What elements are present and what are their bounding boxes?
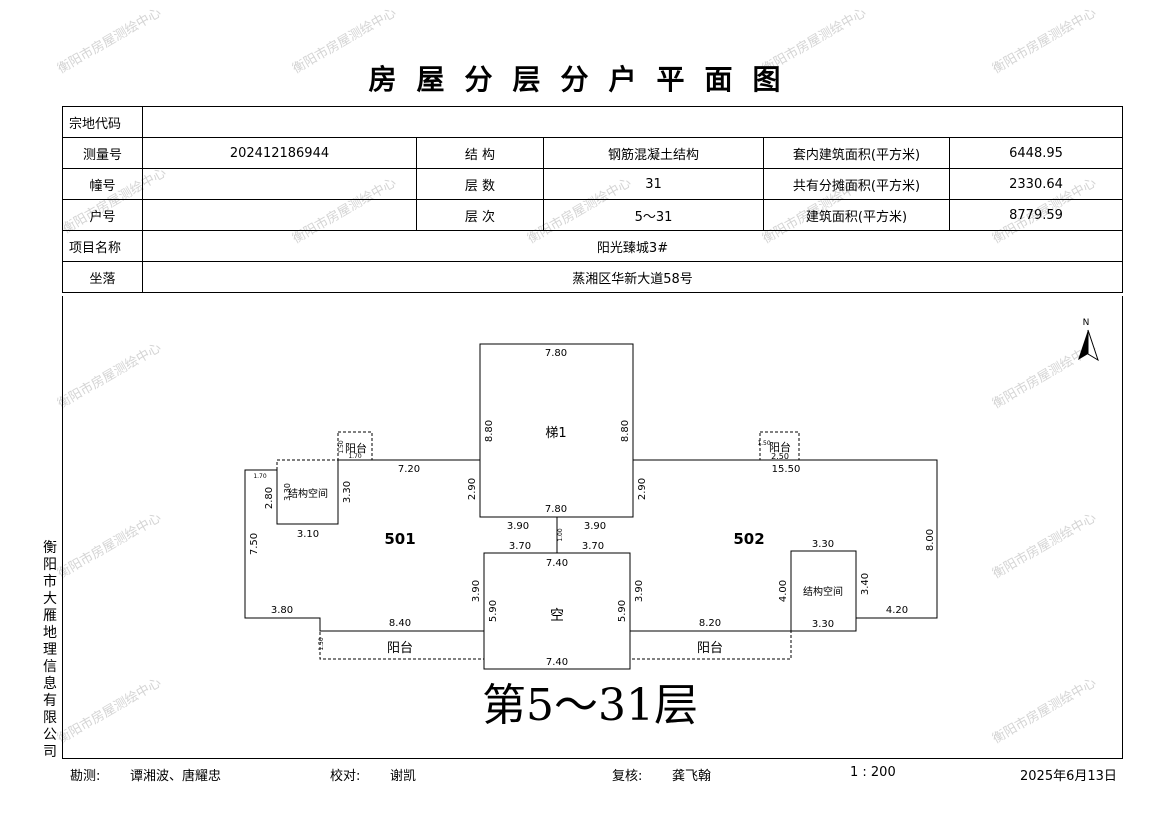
dim-label: 1.50 xyxy=(338,440,345,454)
dim-label: 3.30 xyxy=(812,619,834,630)
balcony-small-502 xyxy=(759,431,800,461)
reviewer-label: 复核: xyxy=(612,769,643,784)
dim-label: 8.00 xyxy=(925,529,936,551)
struct-space-label: 结构空间 xyxy=(288,487,328,500)
struct-space-label: 结构空间 xyxy=(803,585,843,598)
building-no-label: 幢号 xyxy=(62,168,143,200)
date-text: 2025年6月13日 xyxy=(1020,769,1117,784)
surveyor-label: 勘测: xyxy=(70,769,101,784)
shared-area-value: 2330.64 xyxy=(948,168,1124,200)
info-table: 宗地代码 测量号 202412186944 结 构 钢筋混凝土结构 套内建筑面积… xyxy=(62,106,1124,293)
balcony-label: 阳台 xyxy=(769,440,791,454)
table-row: 幢号 层 数 31 共有分摊面积(平方米) 2330.64 xyxy=(62,168,1124,200)
dim-label: 1.00 xyxy=(557,528,564,542)
north-label: N xyxy=(1083,318,1090,328)
dim-label: 3.70 xyxy=(509,541,531,552)
page-title: 房屋分层分户平面图 xyxy=(368,63,801,96)
dim-label: 7.50 xyxy=(249,533,260,555)
building-area-value: 8779.59 xyxy=(948,199,1124,231)
dim-label: 3.10 xyxy=(297,529,319,540)
dim-label: 7.40 xyxy=(546,558,568,569)
struct-space-501 xyxy=(276,459,339,525)
dim-label: 2.90 xyxy=(637,478,648,500)
dim-label: 15.50 xyxy=(772,464,801,475)
surveyor-names: 谭湘波、唐耀忠 xyxy=(130,769,222,784)
dim-label: 8.40 xyxy=(389,618,411,629)
dim-label: 1.70 xyxy=(348,453,362,460)
dim-label: 3.90 xyxy=(634,580,645,602)
room-void-label: 空 xyxy=(550,608,564,624)
struct-space-502 xyxy=(790,550,857,632)
dim-label: 7.20 xyxy=(398,464,420,475)
building-area-label: 建筑面积(平方米) xyxy=(763,199,950,231)
plan-frame xyxy=(62,296,1123,759)
dim-label: 7.80 xyxy=(545,504,567,515)
dim-label: 3.30 xyxy=(283,483,292,501)
dim-label: 8.20 xyxy=(699,618,721,629)
dim-label: 5.90 xyxy=(617,600,628,622)
unit-502-label: 502 xyxy=(733,530,764,548)
table-row: 坐落 蒸湘区华新大道58号 xyxy=(62,261,1124,293)
balcony-label: 阳台 xyxy=(387,641,413,656)
table-row: 测量号 202412186944 结 构 钢筋混凝土结构 套内建筑面积(平方米)… xyxy=(62,137,1124,169)
dim-label: 3.40 xyxy=(860,573,871,595)
balcony-label: 阳台 xyxy=(697,641,723,656)
scale-text: 1 : 200 xyxy=(850,765,896,780)
dim-label: 1.70 xyxy=(253,473,267,480)
dim-label: 3.80 xyxy=(271,605,293,616)
balcony-501 xyxy=(319,630,485,660)
dim-label: 3.90 xyxy=(584,521,606,532)
unit-501-label: 501 xyxy=(384,530,415,548)
north-arrow-icon xyxy=(1078,329,1099,362)
project-label: 项目名称 xyxy=(62,230,143,262)
dim-label: 8.80 xyxy=(484,420,495,442)
dim-label: 2.90 xyxy=(467,478,478,500)
dim-label: 3.30 xyxy=(812,539,834,550)
dim-label: 7.80 xyxy=(545,348,567,359)
dim-label: 3.90 xyxy=(507,521,529,532)
dim-label: 3.30 xyxy=(342,481,353,503)
location-label: 坐落 xyxy=(62,261,143,293)
dim-label: 2.50 xyxy=(771,452,789,461)
balcony-label: 阳台 xyxy=(345,441,367,455)
parcel-code-label: 宗地代码 xyxy=(62,106,143,138)
reviewer-name: 龚飞翰 xyxy=(672,769,712,784)
checker-label: 校对: xyxy=(330,769,361,784)
floors-value: 31 xyxy=(543,168,764,200)
floor-range-value: 5～31 xyxy=(543,199,764,231)
floor-label: 第5～31层 xyxy=(482,680,698,731)
structure-value: 钢筋混凝土结构 xyxy=(543,137,764,169)
table-row: 项目名称 阳光臻城3# xyxy=(62,230,1124,262)
balcony-small-501 xyxy=(337,431,373,461)
inner-area-value: 6448.95 xyxy=(948,137,1124,169)
balcony-502 xyxy=(629,630,792,660)
dim-label: 3.90 xyxy=(471,580,482,602)
company-name: 衡阳市大雁地理信息有限公司 xyxy=(43,540,57,760)
dim-label: 4.20 xyxy=(886,605,908,616)
dim-label: 1.50 xyxy=(757,440,771,447)
checker-name: 谢凯 xyxy=(390,769,417,784)
location-value: 蒸湘区华新大道58号 xyxy=(141,261,1124,293)
dim-label: 3.70 xyxy=(582,541,604,552)
dim-label: 4.00 xyxy=(778,580,789,602)
dim-label: 2.80 xyxy=(264,487,275,509)
room-stair-label: 梯1 xyxy=(545,426,566,441)
dim-label: 8.80 xyxy=(620,420,631,442)
dim-label: 5.90 xyxy=(488,600,499,622)
dim-label: 7.40 xyxy=(546,657,568,668)
dim-label: 1.50 xyxy=(318,637,325,651)
